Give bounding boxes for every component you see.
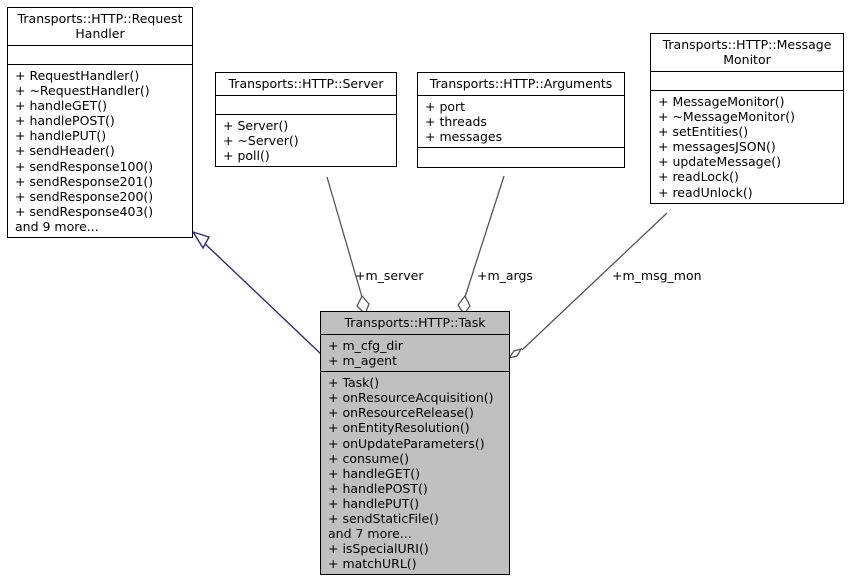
class-member: + ~MessageMonitor() (658, 109, 795, 125)
edge-label-m-msg-mon: +m_msg_mon (612, 268, 702, 283)
class-methods-server: + Server() + ~Server() + poll() (216, 115, 396, 166)
class-title-message-monitor: Transports::HTTP::Message Monitor (651, 34, 843, 72)
class-member: + onUpdateParameters() (328, 435, 485, 451)
class-attributes-task: + m_cfg_dir + m_agent (321, 335, 509, 373)
class-member: + port (425, 99, 466, 114)
class-methods-task: + Task() + onResourceAcquisition() + onR… (321, 372, 509, 574)
class-member: + m_agent (328, 353, 397, 369)
class-methods-request-handler: + RequestHandler() + ~RequestHandler() +… (8, 65, 192, 237)
class-node-message-monitor[interactable]: Transports::HTTP::Message Monitor + Mess… (650, 33, 844, 204)
class-member: + sendStaticFile() (328, 511, 439, 527)
class-member: + Server() (223, 118, 289, 133)
class-attributes-message-monitor (651, 72, 843, 91)
class-node-server[interactable]: Transports::HTTP::Server + Server() + ~S… (215, 72, 397, 168)
class-member: + consume() (328, 450, 409, 466)
class-member: + updateMessage() (658, 154, 782, 170)
class-member: + MessageMonitor() (658, 94, 785, 109)
edge-aggregation-arguments (457, 175, 505, 316)
edge-label-m-args: +m_args (477, 268, 533, 283)
class-member: + ~Server() (223, 133, 299, 149)
class-member: + setEntities() (658, 124, 749, 140)
class-attributes-arguments: + port + threads + messages (418, 96, 624, 149)
class-member: + onResourceAcquisition() (328, 390, 494, 406)
class-member: + handlePUT() (15, 128, 107, 144)
class-member-more: and 9 more... (15, 218, 99, 234)
class-member: + readLock() (658, 169, 739, 185)
class-node-task[interactable]: Transports::HTTP::Task + m_cfg_dir + m_a… (320, 311, 510, 576)
class-member: + sendResponse200() (15, 188, 154, 204)
class-title-task: Transports::HTTP::Task (321, 312, 509, 335)
class-attributes-server (216, 96, 396, 115)
edge-inheritance-task-requesthandler (191, 230, 323, 356)
class-member: + poll() (223, 148, 270, 164)
class-title-request-handler: Transports::HTTP::Request Handler (8, 8, 192, 46)
edge-aggregation-server (326, 176, 370, 316)
class-node-request-handler[interactable]: Transports::HTTP::Request Handler + Requ… (7, 7, 193, 239)
edge-label-m-server: +m_server (355, 268, 424, 283)
class-member: + Task() (328, 375, 380, 391)
class-methods-arguments (418, 148, 624, 167)
class-member: + sendHeader() (15, 143, 115, 159)
class-member-more: and 7 more... (328, 526, 412, 542)
class-member: + onResourceRelease() (328, 405, 474, 421)
class-member: + sendResponse201() (15, 173, 154, 189)
class-member: + messages (425, 129, 503, 145)
class-member: + readUnlock() (658, 184, 753, 200)
class-member: + handleGET() (328, 465, 421, 481)
class-title-arguments: Transports::HTTP::Arguments (418, 73, 624, 96)
edge-aggregation-messagemonitor (507, 212, 668, 360)
class-member: + handlePOST() (328, 480, 428, 496)
class-member: + ~RequestHandler() (15, 83, 150, 99)
class-member: + messagesJSON() (658, 139, 776, 155)
class-attributes-request-handler (8, 46, 192, 65)
class-member: + handlePOST() (15, 113, 115, 129)
class-node-arguments[interactable]: Transports::HTTP::Arguments + port + thr… (417, 72, 625, 169)
class-member: + sendResponse100() (15, 158, 154, 174)
class-member: + matchURL() (328, 556, 417, 572)
class-member: + m_cfg_dir (328, 338, 403, 353)
class-methods-message-monitor: + MessageMonitor() + ~MessageMonitor() +… (651, 91, 843, 203)
class-member: + handlePUT() (328, 495, 420, 511)
class-member: + handleGET() (15, 98, 108, 114)
class-member: + isSpecialURI() (328, 541, 429, 557)
class-member: + threads (425, 114, 487, 130)
class-member: + onEntityResolution() (328, 420, 470, 436)
class-member: + sendResponse403() (15, 203, 154, 219)
class-title-server: Transports::HTTP::Server (216, 73, 396, 96)
class-member: + RequestHandler() (15, 68, 140, 83)
